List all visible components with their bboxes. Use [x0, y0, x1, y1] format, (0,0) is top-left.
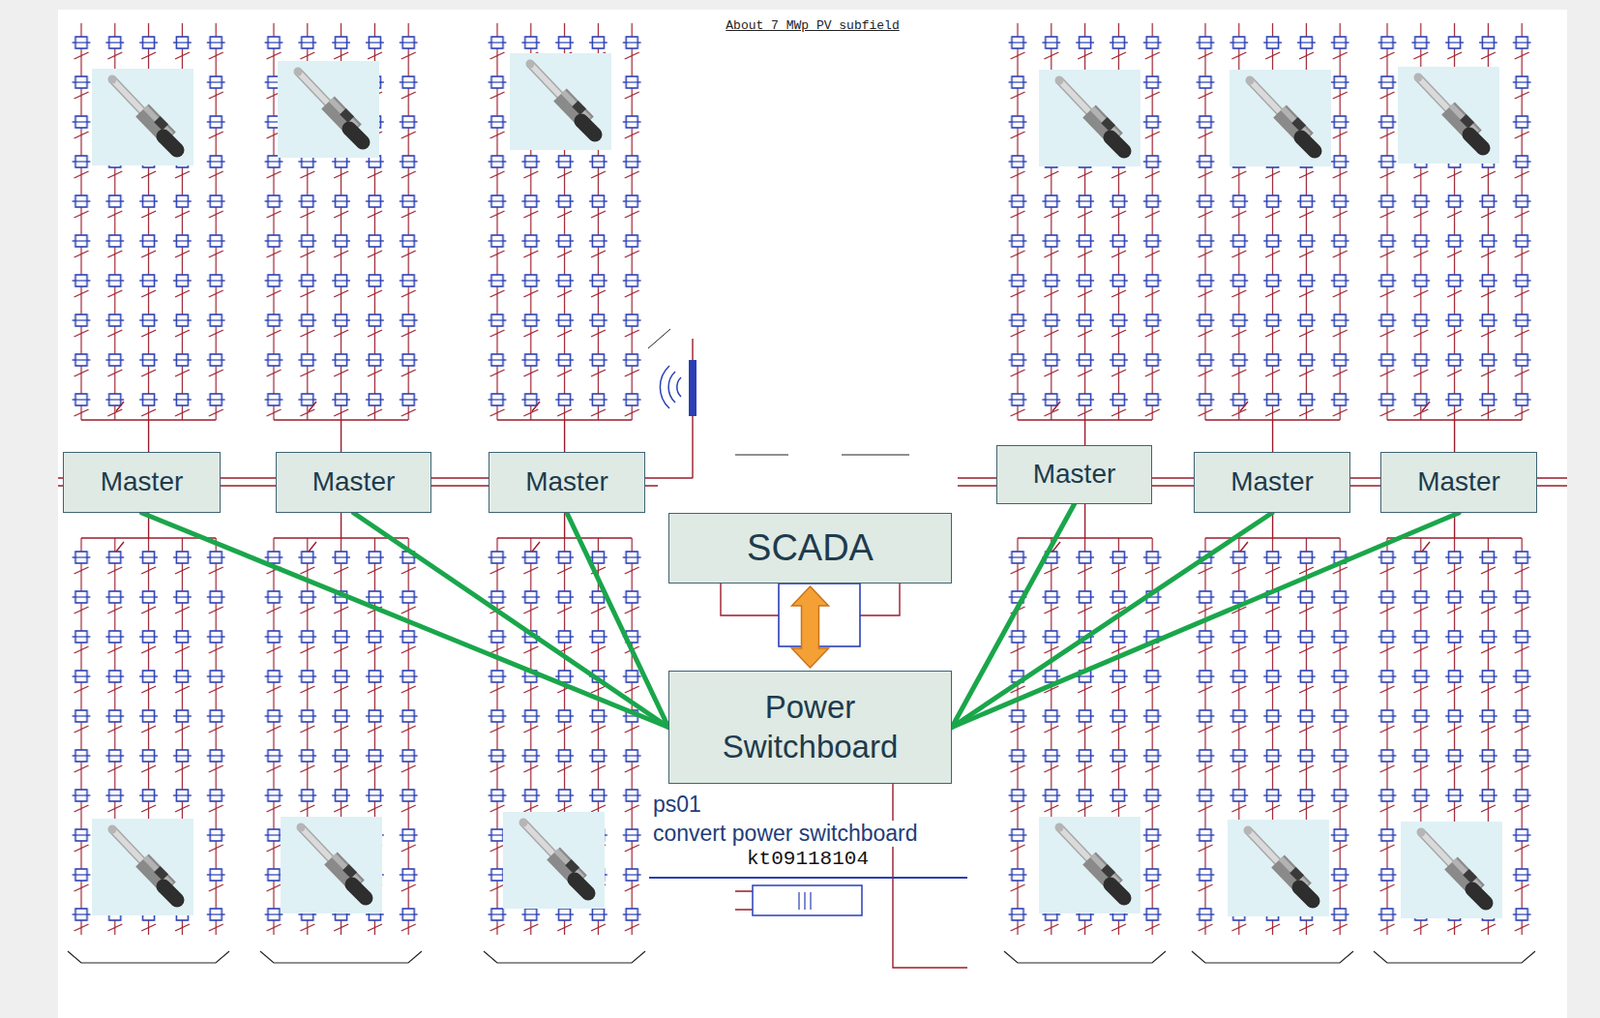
double-arrow — [792, 586, 830, 668]
sheet — [58, 9, 1568, 1018]
control-link — [566, 512, 669, 728]
link-line — [566, 512, 669, 728]
group-brackets — [67, 950, 1536, 963]
box-text: Master — [100, 465, 184, 499]
link-line — [951, 512, 1459, 728]
link-line — [951, 503, 1075, 728]
control-link — [951, 512, 1459, 728]
master-box: Master — [996, 444, 1153, 504]
box-text: Master — [1417, 465, 1501, 499]
box-text: Master — [312, 465, 396, 499]
control-link — [951, 503, 1075, 728]
scada-box: SCADA — [668, 512, 952, 584]
master-box: Master — [62, 451, 221, 513]
drawing-label: ps01 — [651, 791, 704, 818]
master-box: Master — [1193, 451, 1351, 513]
box-text: Master — [1230, 465, 1314, 499]
drawing-label: convert power switchboard — [651, 820, 920, 847]
actuator-picture — [91, 53, 1503, 919]
antenna-symbol — [659, 359, 697, 416]
master-box: Master — [1380, 451, 1538, 513]
box-text: SCADA — [746, 525, 874, 570]
control-link — [951, 512, 1273, 728]
link-line — [142, 512, 670, 728]
control-link — [142, 512, 670, 728]
link-line — [951, 512, 1273, 728]
control-link — [354, 512, 670, 728]
diagram-title: About 7 MWp PV subfield — [722, 18, 902, 33]
link-line — [354, 512, 670, 728]
switchboard-box: Power Switchboard — [668, 670, 952, 784]
master-box: Master — [275, 451, 432, 513]
box-text: Master — [1033, 457, 1117, 491]
string-wiring — [58, 338, 1568, 968]
tracker-columns — [64, 23, 1540, 935]
drawing-label: kt09118104 — [744, 847, 871, 870]
box-text: Master — [525, 465, 609, 499]
box-text: Power Switchboard — [679, 687, 942, 767]
master-box: Master — [488, 451, 646, 513]
center-schematic — [648, 328, 968, 916]
